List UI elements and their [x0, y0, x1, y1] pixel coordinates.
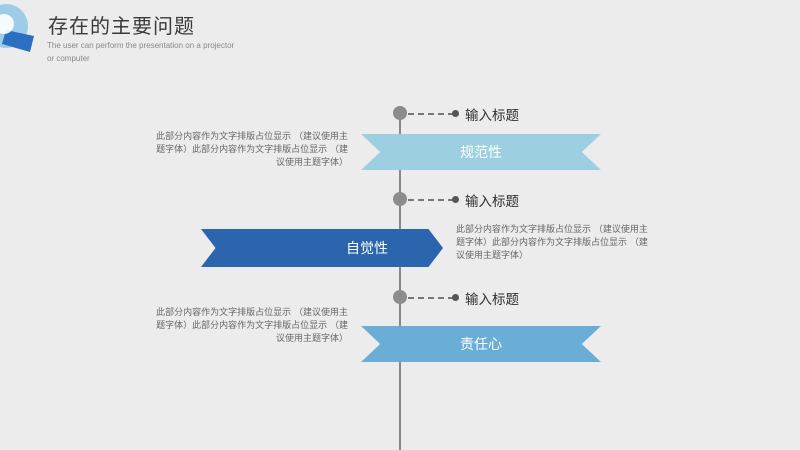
timeline-line [399, 112, 401, 450]
connector-dot [452, 294, 459, 301]
timeline-node-dot [393, 192, 407, 206]
timeline-node-dot [393, 106, 407, 120]
ribbon-label: 自觉性 [346, 241, 388, 257]
ribbon-label: 责任心 [460, 337, 502, 353]
node-label-3: 输入标题 [465, 292, 519, 308]
ribbon-label: 规范性 [460, 145, 502, 161]
connector-dash [408, 113, 454, 115]
logo-icon [0, 4, 34, 52]
description-text-1: 此部分内容作为文字排版占位显示 （建议使用主题字体）此部分内容作为文字排版占位显… [156, 132, 348, 168]
connector-dot [452, 196, 459, 203]
ribbon-zerenxin: 责任心 [361, 326, 601, 362]
description-text-2: 此部分内容作为文字排版占位显示 （建议使用主题字体）此部分内容作为文字排版占位显… [456, 225, 648, 261]
node-label-1: 输入标题 [465, 108, 519, 124]
node-label-2: 输入标题 [465, 194, 519, 210]
ribbon-zijuexing: 自觉性 [201, 229, 443, 267]
connector-dash [408, 199, 454, 201]
description-text-3: 此部分内容作为文字排版占位显示 （建议使用主题字体）此部分内容作为文字排版占位显… [156, 308, 348, 344]
page-subtitle: The user can perform the presentation on… [47, 41, 235, 63]
timeline-node-dot [393, 290, 407, 304]
ribbon-guifanxing: 规范性 [361, 134, 601, 170]
page-title: 存在的主要问题 [48, 14, 195, 38]
connector-dash [408, 297, 454, 299]
connector-dot [452, 110, 459, 117]
